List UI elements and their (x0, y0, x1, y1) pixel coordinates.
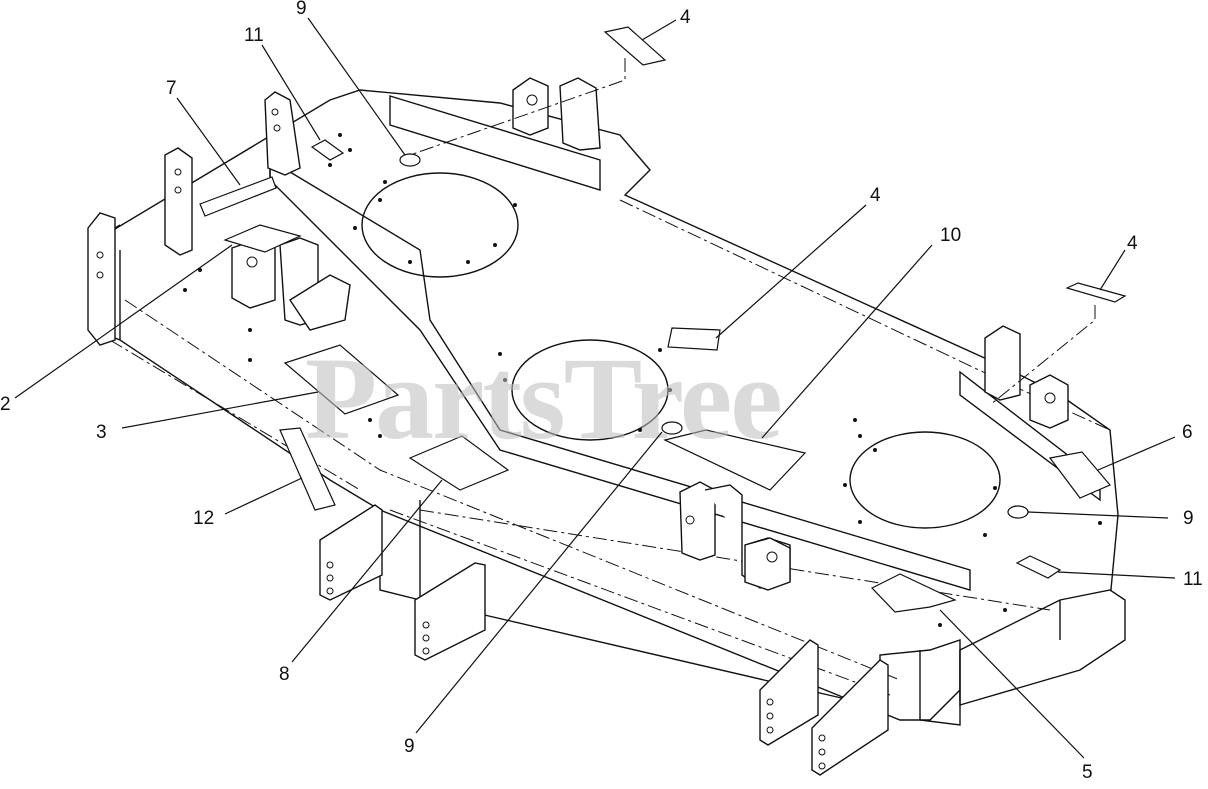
callout-9-top: 9 (296, 0, 307, 19)
decal-9-top (399, 153, 421, 167)
callout-9-right: 9 (1183, 508, 1194, 529)
callout-4-right: 4 (1127, 233, 1138, 254)
decals (199, 26, 1127, 613)
callout-7: 7 (166, 78, 177, 99)
decal-9-middle (661, 421, 683, 435)
callout-2: 2 (0, 394, 11, 415)
decal-9-right (1007, 505, 1029, 519)
decal-4-right (1065, 282, 1127, 303)
callout-4-top: 4 (680, 7, 691, 28)
middle-hitch (679, 481, 791, 591)
decal-11-right (1015, 555, 1062, 579)
decal-7 (199, 176, 277, 217)
decal-8 (408, 435, 510, 491)
decal-3 (283, 344, 400, 415)
decal-2 (223, 224, 302, 253)
callout-4-middle: 4 (870, 185, 881, 206)
leader-lines (14, 17, 1176, 759)
assembly-lines (409, 58, 1096, 406)
right-hitch (984, 325, 1069, 429)
top-hitch (512, 77, 601, 151)
watermark: PartsTree (305, 333, 781, 464)
decal-6 (1048, 451, 1111, 499)
callout-3: 3 (96, 422, 107, 443)
decal-10 (663, 429, 807, 491)
decal-11-top (310, 139, 345, 161)
callout-11-right: 11 (1183, 569, 1203, 590)
callout-6: 6 (1182, 422, 1193, 443)
callout-11-top: 11 (244, 25, 264, 46)
decal-4-top (603, 26, 667, 66)
deck-bolts (183, 133, 1102, 627)
callout-12: 12 (193, 508, 214, 529)
decal-4-middle (667, 327, 721, 351)
left-brackets (87, 91, 351, 346)
callout-8: 8 (279, 664, 290, 685)
decal-12 (279, 427, 336, 511)
callout-9-bottom: 9 (404, 736, 415, 757)
front-tabs (319, 504, 889, 776)
decal-5 (871, 573, 957, 613)
callout-5: 5 (1082, 762, 1093, 783)
callout-10: 10 (940, 225, 961, 246)
